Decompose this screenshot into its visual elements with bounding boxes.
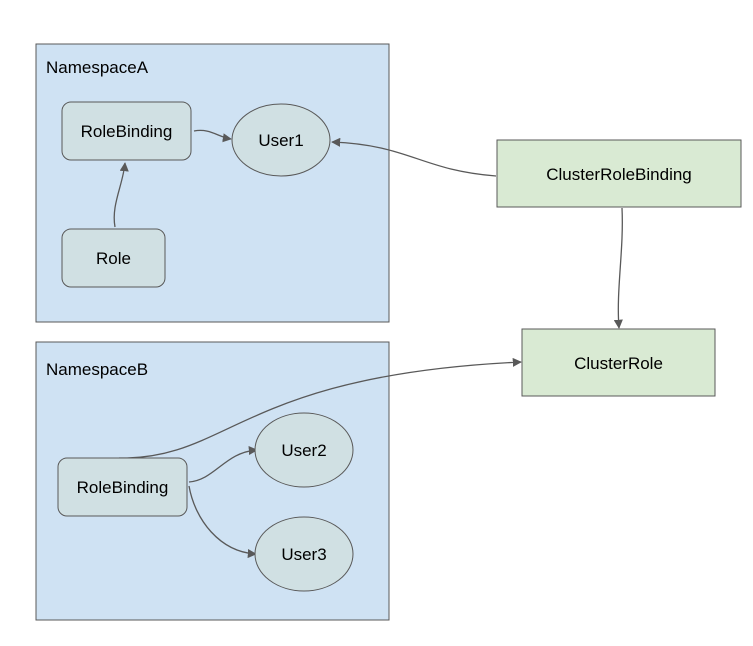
clusterrole-label: ClusterRole (574, 354, 663, 373)
edge-rolebinding-b-to-clusterrole (118, 357, 522, 459)
edge-role-to-rolebinding-a (113, 162, 129, 228)
user1-label: User1 (258, 131, 303, 150)
role-a-node: Role (61, 228, 166, 288)
edge-rolebinding-a-to-user1 (193, 129, 232, 143)
rolebinding-a-node: RoleBinding (61, 101, 192, 161)
user3-node: User3 (254, 516, 354, 592)
user1-ellipse (231, 103, 331, 177)
clusterrolebinding-label: ClusterRoleBinding (546, 165, 692, 184)
namespace-b-label: NamespaceB (46, 360, 148, 379)
namespace-a-label: NamespaceA (46, 58, 149, 77)
user1-node: User1 (231, 103, 331, 177)
user2-label: User2 (281, 441, 326, 460)
edges (113, 129, 623, 559)
user3-label: User3 (281, 545, 326, 564)
role-a-label: Role (96, 249, 131, 268)
role-a-box (61, 228, 166, 288)
rolebinding-b-label: RoleBinding (77, 478, 169, 497)
edge-rolebinding-b-to-user3 (188, 485, 257, 559)
clusterrolebinding-node: ClusterRoleBinding (496, 139, 742, 208)
clusterrole-box (521, 328, 716, 397)
user3-ellipse (254, 516, 354, 592)
edge-clusterrolebinding-to-clusterrole (613, 207, 623, 329)
user2-ellipse (254, 412, 354, 488)
edge-rolebinding-b-to-user2 (188, 445, 258, 483)
clusterrolebinding-box (496, 139, 742, 208)
user2-node: User2 (254, 412, 354, 488)
edge-clusterrolebinding-to-user1 (331, 137, 497, 177)
rolebinding-b-node: RoleBinding (57, 457, 188, 517)
clusterrole-node: ClusterRole (521, 328, 716, 397)
rolebinding-a-label: RoleBinding (81, 122, 173, 141)
rolebinding-b-box (57, 457, 188, 517)
rolebinding-a-box (61, 101, 192, 161)
